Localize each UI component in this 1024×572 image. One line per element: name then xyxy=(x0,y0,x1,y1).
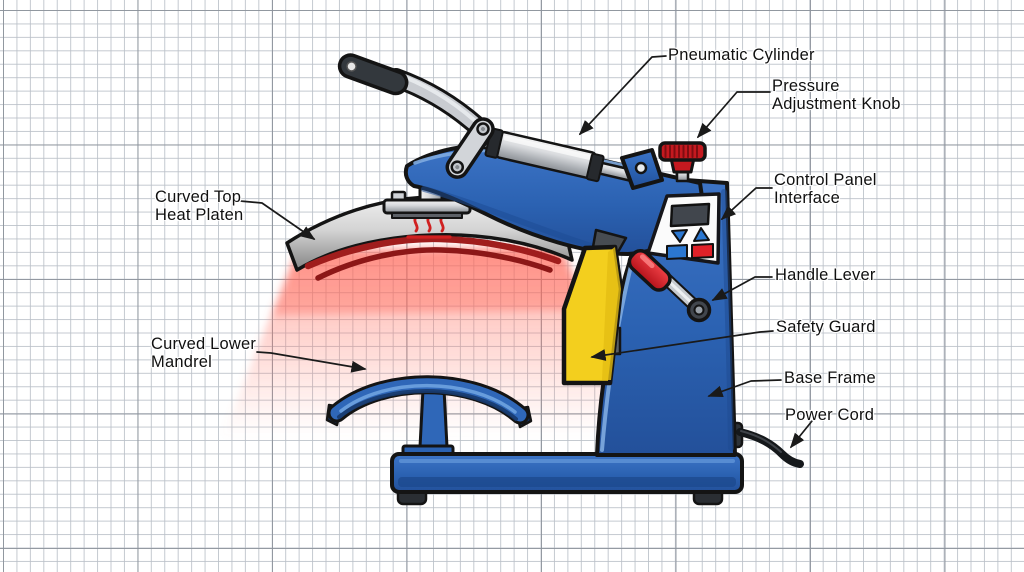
label-curved-top-heat-platen: Curved Top Heat Platen xyxy=(155,188,244,224)
label-line: Interface xyxy=(774,188,841,207)
leader-handle-lever xyxy=(711,276,773,301)
leader-top-platen xyxy=(239,200,316,240)
leader-lower-mandrel xyxy=(256,351,367,373)
label-base-frame: Base Frame xyxy=(784,369,876,388)
display-screen xyxy=(669,202,711,228)
label-safety-guard: Safety Guard xyxy=(776,318,876,337)
lever-grip xyxy=(627,248,672,292)
rod-mount-ear xyxy=(620,148,664,190)
leader-power-cord xyxy=(789,420,813,449)
handle-grip xyxy=(337,53,409,96)
label-line: Base Frame xyxy=(784,369,876,387)
label-line: Safety Guard xyxy=(776,318,876,336)
label-line: Handle Lever xyxy=(775,266,876,284)
label-line: Adjustment Knob xyxy=(772,94,901,113)
curved-lower-mandrel xyxy=(325,375,533,460)
label-pressure-adjustment-knob: Pressure Adjustment Knob xyxy=(772,77,901,113)
safety-guard xyxy=(561,228,628,386)
blue-function-button xyxy=(666,244,688,260)
linkage-plate xyxy=(445,117,495,179)
label-handle-lever: Handle Lever xyxy=(775,266,876,285)
label-line: Pressure xyxy=(772,77,840,95)
leader-control-panel xyxy=(720,187,773,221)
handle-lever xyxy=(627,248,712,323)
leader-safety-guard xyxy=(590,330,774,361)
leader-pneumatic-cylinder xyxy=(578,55,667,136)
label-control-panel-interface: Control Panel Interface xyxy=(774,171,877,207)
base-frame xyxy=(390,452,744,494)
label-line: Curved Lower xyxy=(151,335,257,353)
label-line: Power Cord xyxy=(785,406,875,424)
up-arrow-button xyxy=(693,227,710,242)
label-line: Mandrel xyxy=(151,352,213,371)
leader-lines xyxy=(239,55,813,449)
down-arrow-button xyxy=(671,229,688,243)
lever-handle xyxy=(337,53,487,136)
label-power-cord: Power Cord xyxy=(785,406,875,425)
label-pneumatic-cylinder: Pneumatic Cylinder xyxy=(668,46,815,65)
label-line: Pneumatic Cylinder xyxy=(668,46,815,64)
red-stop-button xyxy=(691,243,714,259)
label-line: Curved Top xyxy=(155,188,242,206)
label-line: Control Panel xyxy=(774,171,877,189)
heating-element-stripes xyxy=(304,235,562,281)
label-line: Heat Platen xyxy=(155,205,244,224)
leader-base-frame xyxy=(707,379,782,398)
control-panel xyxy=(646,192,721,265)
heat-glow xyxy=(222,245,648,438)
pressure-adjustment-knob xyxy=(658,141,707,183)
leader-pressure-knob xyxy=(696,91,771,139)
label-curved-lower-mandrel: Curved Lower Mandrel xyxy=(151,335,257,371)
cylinder-collar xyxy=(585,152,605,183)
knob-ribs xyxy=(664,145,698,158)
